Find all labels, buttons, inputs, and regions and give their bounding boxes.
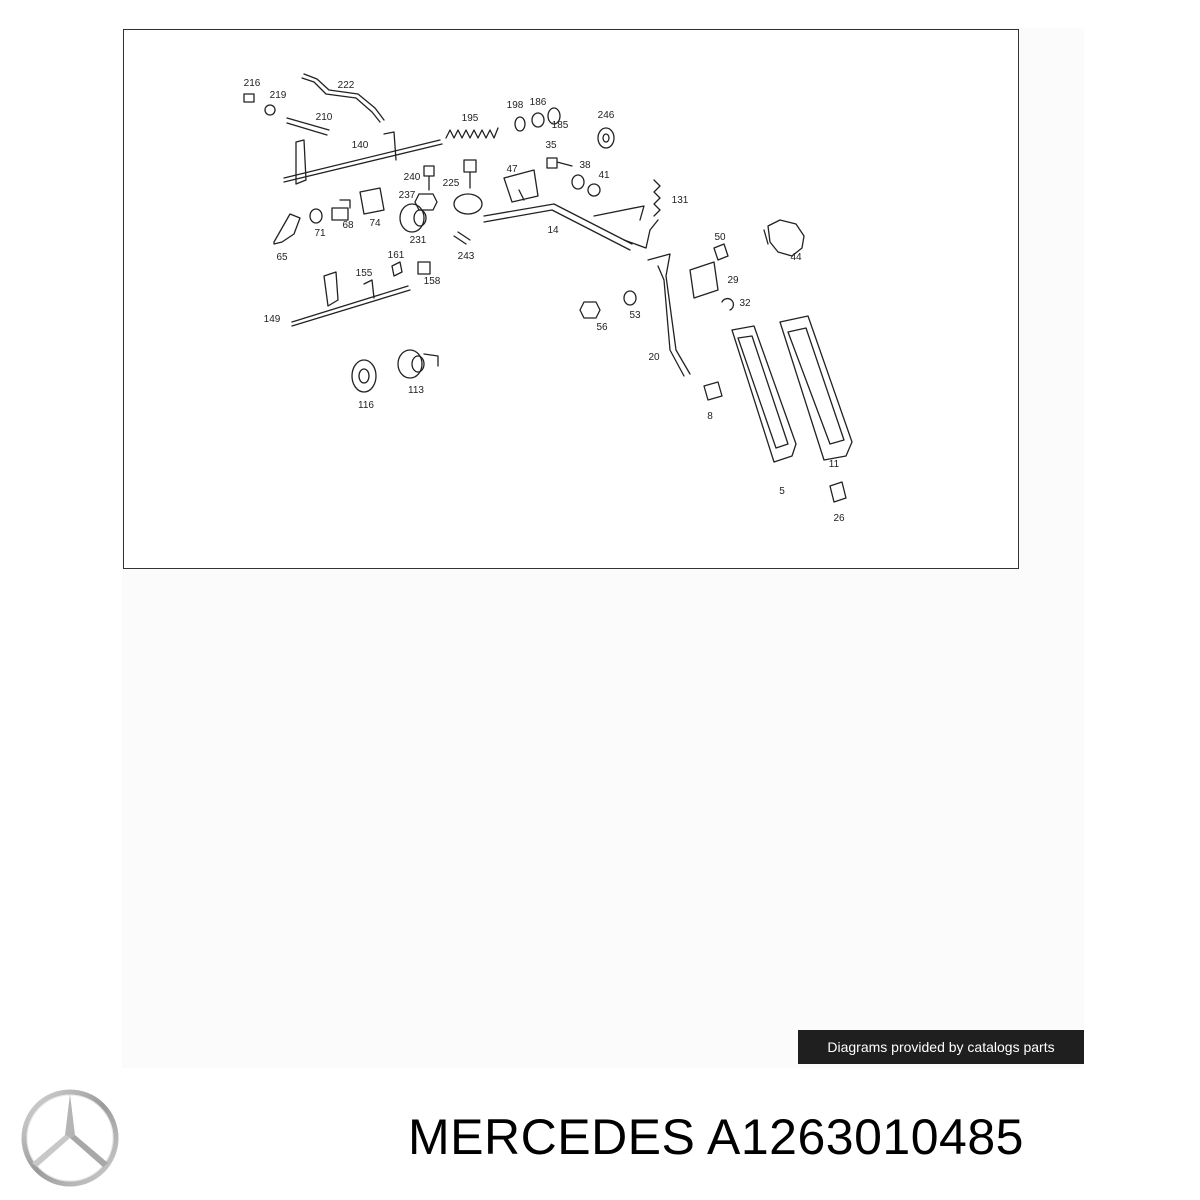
part-131-spring (653, 179, 661, 217)
part-label-68: 68 (342, 220, 354, 231)
part-38-grommet (571, 174, 585, 190)
part-label-140: 140 (352, 140, 369, 151)
part-65-bracket (273, 213, 301, 245)
part-label-158: 158 (424, 276, 441, 287)
part-label-11: 11 (829, 459, 840, 470)
part-210-rod (286, 117, 330, 136)
part-149-shaft (291, 285, 411, 327)
part-label-74: 74 (369, 218, 381, 229)
part-label-237: 237 (399, 190, 416, 201)
part-label-32: 32 (739, 298, 751, 309)
part-68-bolt (331, 199, 351, 221)
part-32-clip (721, 298, 734, 311)
part-label-231: 231 (410, 235, 427, 246)
part-5-pad (731, 325, 797, 463)
part-label-113: 113 (408, 385, 424, 396)
part-label-35: 35 (545, 140, 557, 151)
part-label-38: 38 (579, 160, 591, 171)
part-label-240: 240 (404, 172, 421, 183)
part-label-71: 71 (314, 228, 326, 239)
part-243-pin (453, 231, 471, 245)
diagram-provider-badge: Diagrams provided by catalogs parts (798, 1030, 1084, 1064)
part-8-nut (703, 381, 723, 401)
part-140-shaft (283, 139, 443, 183)
part-56-bolt (579, 301, 601, 319)
part-label-20: 20 (648, 352, 660, 363)
part-label-53: 53 (629, 310, 641, 321)
mercedes-star-logo (20, 1088, 120, 1188)
part-label-26: 26 (833, 513, 845, 524)
part-14-lever (593, 205, 659, 249)
part-label-246: 246 (598, 110, 615, 121)
part-label-185: 185 (552, 120, 569, 131)
diagram-svg: 216 219 222 210 195 198 186 185 246 140 35 38 41 47 24… (243, 73, 853, 524)
part-14-rod (483, 203, 633, 251)
part-label-195: 195 (462, 113, 479, 124)
part-71-washer (309, 208, 323, 224)
part-label-65: 65 (276, 252, 288, 263)
part-219-nut (264, 104, 276, 116)
part-label-14: 14 (547, 225, 559, 236)
part-label-225: 225 (443, 178, 460, 189)
part-11-cover (779, 315, 853, 461)
part-label-116: 116 (358, 400, 374, 411)
part-74-clip (359, 187, 385, 215)
part-140-bracket (295, 131, 397, 185)
part-label-41: 41 (598, 170, 610, 181)
part-label-222: 222 (338, 80, 355, 91)
part-20-arm (647, 253, 691, 377)
part-222-rod (301, 77, 381, 123)
part-41-washer (587, 183, 601, 197)
part-155-bracket (323, 271, 375, 307)
part-label-219: 219 (270, 90, 287, 101)
part-216-bolt (243, 93, 255, 103)
part-29-bracket (689, 261, 719, 299)
part-label-155: 155 (356, 268, 373, 279)
part-label-216: 216 (244, 78, 261, 89)
part-label-243: 243 (458, 251, 475, 262)
part-161-clip (391, 261, 403, 277)
part-185-cap (547, 107, 561, 125)
part-35-bolt (546, 157, 573, 169)
part-113-bushing (397, 349, 423, 379)
part-label-56: 56 (596, 322, 608, 333)
product-title: MERCEDES A1263010485 (408, 1109, 1024, 1165)
part-158-bolt (417, 261, 431, 275)
part-222-rod-outline (303, 73, 385, 121)
part-label-8: 8 (707, 411, 713, 422)
parts-diagram: 216 219 222 210 195 198 186 185 246 140 35 38 41 47 24… (123, 29, 1019, 569)
part-label-44: 44 (790, 252, 802, 263)
part-225-balljoint (463, 159, 477, 189)
part-label-47: 47 (506, 164, 518, 175)
part-53-washer (623, 290, 637, 306)
part-240-bolt (423, 165, 435, 191)
part-label-149: 149 (264, 314, 281, 325)
part-26-clip (829, 481, 847, 503)
part-198-washer (514, 116, 526, 132)
part-47-bracket (503, 169, 539, 203)
part-237-nut (414, 193, 438, 211)
part-44-grommet (763, 219, 805, 257)
part-label-186: 186 (530, 97, 547, 108)
part-186-bushing (531, 112, 545, 128)
part-label-161: 161 (388, 250, 405, 261)
part-116-washer (351, 359, 377, 393)
part-label-198: 198 (507, 100, 524, 111)
part-label-29: 29 (727, 275, 739, 286)
part-246-washer (597, 127, 615, 149)
part-label-131: 131 (672, 195, 689, 206)
part-195-spring (445, 127, 499, 139)
part-50-clip (713, 243, 729, 261)
part-label-210: 210 (316, 112, 333, 123)
part-label-50: 50 (714, 232, 726, 243)
part-label-5: 5 (779, 486, 785, 497)
part-231-mount (399, 203, 425, 233)
